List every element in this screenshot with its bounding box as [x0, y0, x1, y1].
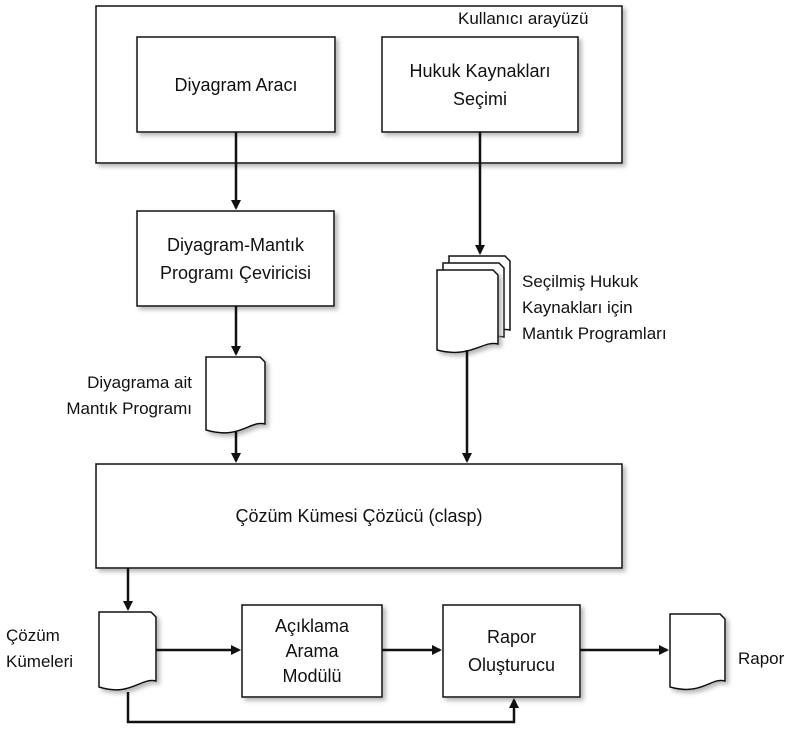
explanation-search-label: Açıklama Arama Modülü [274, 615, 350, 686]
arrow-answer-sets-to-report-generator [126, 692, 519, 724]
report-document-icon [669, 613, 726, 691]
answer-sets-label: Çözüm Kümeleri [6, 626, 74, 671]
converter-label: Diyagram-Mantık Programı Çeviricisi [159, 234, 312, 283]
answer-sets-document-icon [98, 611, 157, 691]
explanation-search-box [241, 604, 383, 698]
report-generator-box [442, 604, 581, 698]
law-source-selection-label: Hukuk Kaynakları Seçimi [409, 60, 551, 109]
diagram-tool-box [136, 36, 336, 133]
law-source-selection-box [381, 36, 579, 133]
converter-box [136, 210, 335, 307]
selected-logic-programs-documents-icon [436, 255, 511, 354]
solver-box [95, 463, 623, 569]
selected-logic-programs-label: Seçilmiş Hukuk Kaynakları için Mantık Pr… [522, 272, 667, 343]
report-label: Rapor [738, 649, 785, 668]
diagram-logic-program-document-icon [205, 356, 266, 434]
diagram-tool-label: Diyagram Aracı [174, 74, 298, 95]
report-generator-label: Rapor Oluşturucu [467, 627, 556, 675]
ui-container-label: Kullanıcı arayüzü [458, 9, 589, 28]
diagram-logic-program-label: Diyagrama ait Mantık Programı [66, 373, 192, 418]
solver-label: Çözüm Kümesi Çözücü (clasp) [235, 506, 483, 526]
